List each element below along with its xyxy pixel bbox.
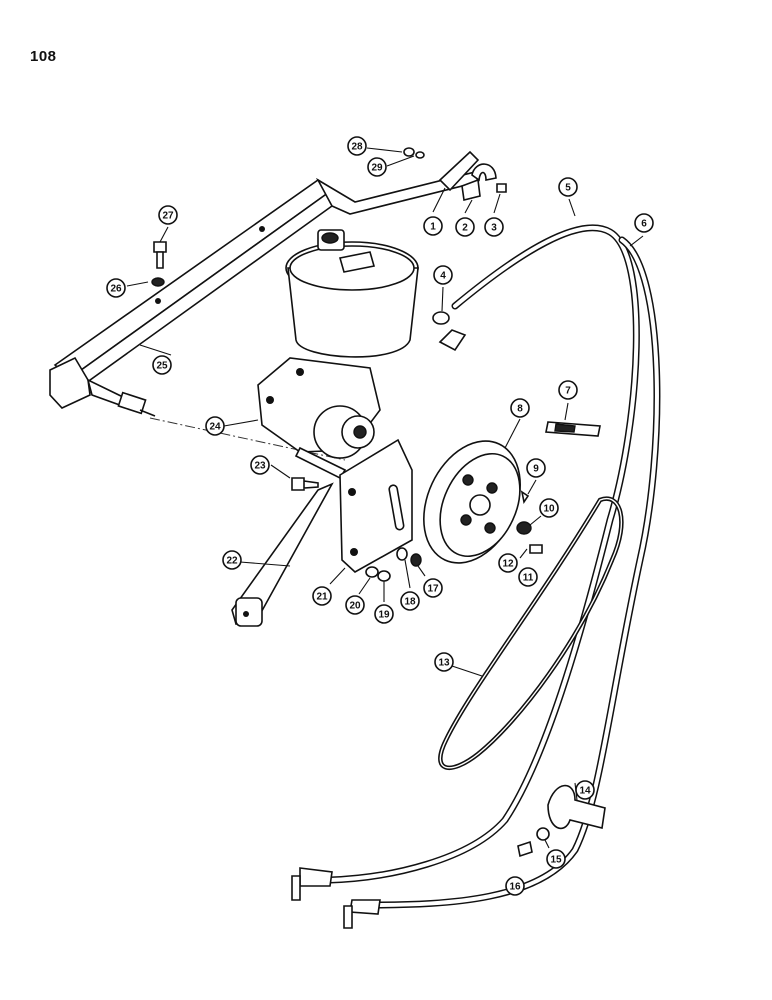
callout-24: 24	[205, 416, 225, 436]
hose-fitting-right	[343, 899, 381, 929]
part-bolt-11	[529, 544, 543, 554]
svg-text:25: 25	[156, 361, 168, 372]
svg-text:7: 7	[565, 386, 571, 397]
callout-leaders	[126, 147, 644, 849]
callout-29: 29	[367, 157, 387, 177]
svg-text:10: 10	[543, 504, 555, 515]
callout-12: 12	[498, 553, 518, 573]
part-washer-18	[396, 547, 408, 561]
part-key-9	[520, 490, 530, 505]
callout-18: 18	[400, 591, 420, 611]
part-bracket-plate	[339, 438, 413, 573]
part-power-steering-pump	[257, 229, 419, 480]
part-bolt-16	[517, 840, 533, 858]
part-hose-5	[326, 224, 640, 884]
svg-text:24: 24	[209, 422, 221, 433]
callout-5: 5	[558, 177, 578, 197]
part-washer-15	[536, 827, 550, 841]
part-clamp-4	[432, 311, 450, 325]
part-adjusting-strap	[231, 482, 334, 627]
part-clip-2	[461, 163, 497, 201]
svg-text:12: 12	[502, 559, 514, 570]
svg-text:5: 5	[565, 183, 571, 194]
callout-27: 27	[158, 205, 178, 225]
part-washer-26	[151, 277, 165, 287]
svg-text:9: 9	[533, 464, 539, 475]
svg-text:22: 22	[226, 556, 238, 567]
part-nut-19	[377, 570, 391, 582]
part-pulley	[423, 440, 521, 564]
svg-text:23: 23	[254, 461, 266, 472]
part-hose-6	[366, 236, 661, 909]
hose-fitting-left	[291, 867, 333, 901]
callout-23: 23	[250, 455, 270, 475]
svg-text:20: 20	[349, 601, 361, 612]
callout-9: 9	[526, 458, 546, 478]
part-clamp-14	[547, 784, 606, 830]
callout-14: 14	[575, 780, 595, 800]
callout-26: 26	[106, 278, 126, 298]
part-washer-10	[516, 521, 532, 535]
svg-text:28: 28	[351, 142, 363, 153]
svg-text:3: 3	[491, 223, 497, 234]
callout-13: 13	[434, 652, 454, 672]
svg-text:19: 19	[378, 610, 390, 621]
part-nut-17	[410, 553, 422, 567]
part-washer-29	[415, 151, 425, 159]
svg-text:18: 18	[404, 597, 416, 608]
part-bolt-27	[153, 241, 167, 269]
callout-15: 15	[546, 849, 566, 869]
callout-8: 8	[510, 398, 530, 418]
svg-text:26: 26	[110, 284, 122, 295]
svg-text:1: 1	[430, 222, 436, 233]
svg-text:2: 2	[462, 223, 468, 234]
part-screw-3	[496, 183, 507, 193]
svg-text:17: 17	[427, 584, 439, 595]
svg-text:13: 13	[438, 658, 450, 669]
callout-28: 28	[347, 136, 367, 156]
callout-7: 7	[558, 380, 578, 400]
part-nut-28	[403, 147, 415, 157]
callout-3: 3	[484, 217, 504, 237]
svg-text:11: 11	[523, 573, 534, 584]
svg-text:27: 27	[162, 211, 174, 222]
callout-4: 4	[433, 265, 453, 285]
svg-text:29: 29	[371, 163, 383, 174]
part-mounting-bar	[49, 171, 480, 417]
callout-19: 19	[374, 604, 394, 624]
callout-11: 11	[518, 567, 538, 587]
callout-21: 21	[312, 586, 332, 606]
svg-text:4: 4	[440, 271, 446, 282]
part-drive-belt	[438, 496, 624, 771]
callout-10: 10	[539, 498, 559, 518]
svg-text:15: 15	[550, 855, 562, 866]
callout-1: 1	[423, 216, 443, 236]
callout-25: 25	[152, 355, 172, 375]
svg-text:8: 8	[517, 404, 523, 415]
page-number: 108	[30, 48, 57, 65]
callout-17: 17	[423, 578, 443, 598]
callout-6: 6	[634, 213, 654, 233]
part-bolt-23	[291, 477, 319, 491]
svg-text:6: 6	[641, 219, 647, 230]
callout-16: 16	[505, 876, 525, 896]
svg-text:16: 16	[509, 882, 521, 893]
svg-text:21: 21	[316, 592, 328, 603]
part-bracket-1	[438, 150, 480, 192]
callout-20: 20	[345, 595, 365, 615]
svg-text:14: 14	[579, 786, 591, 797]
centerline	[149, 417, 346, 461]
part-key-7	[545, 421, 601, 437]
callout-2: 2	[455, 217, 475, 237]
callout-22: 22	[222, 550, 242, 570]
part-washer-20	[365, 566, 379, 578]
